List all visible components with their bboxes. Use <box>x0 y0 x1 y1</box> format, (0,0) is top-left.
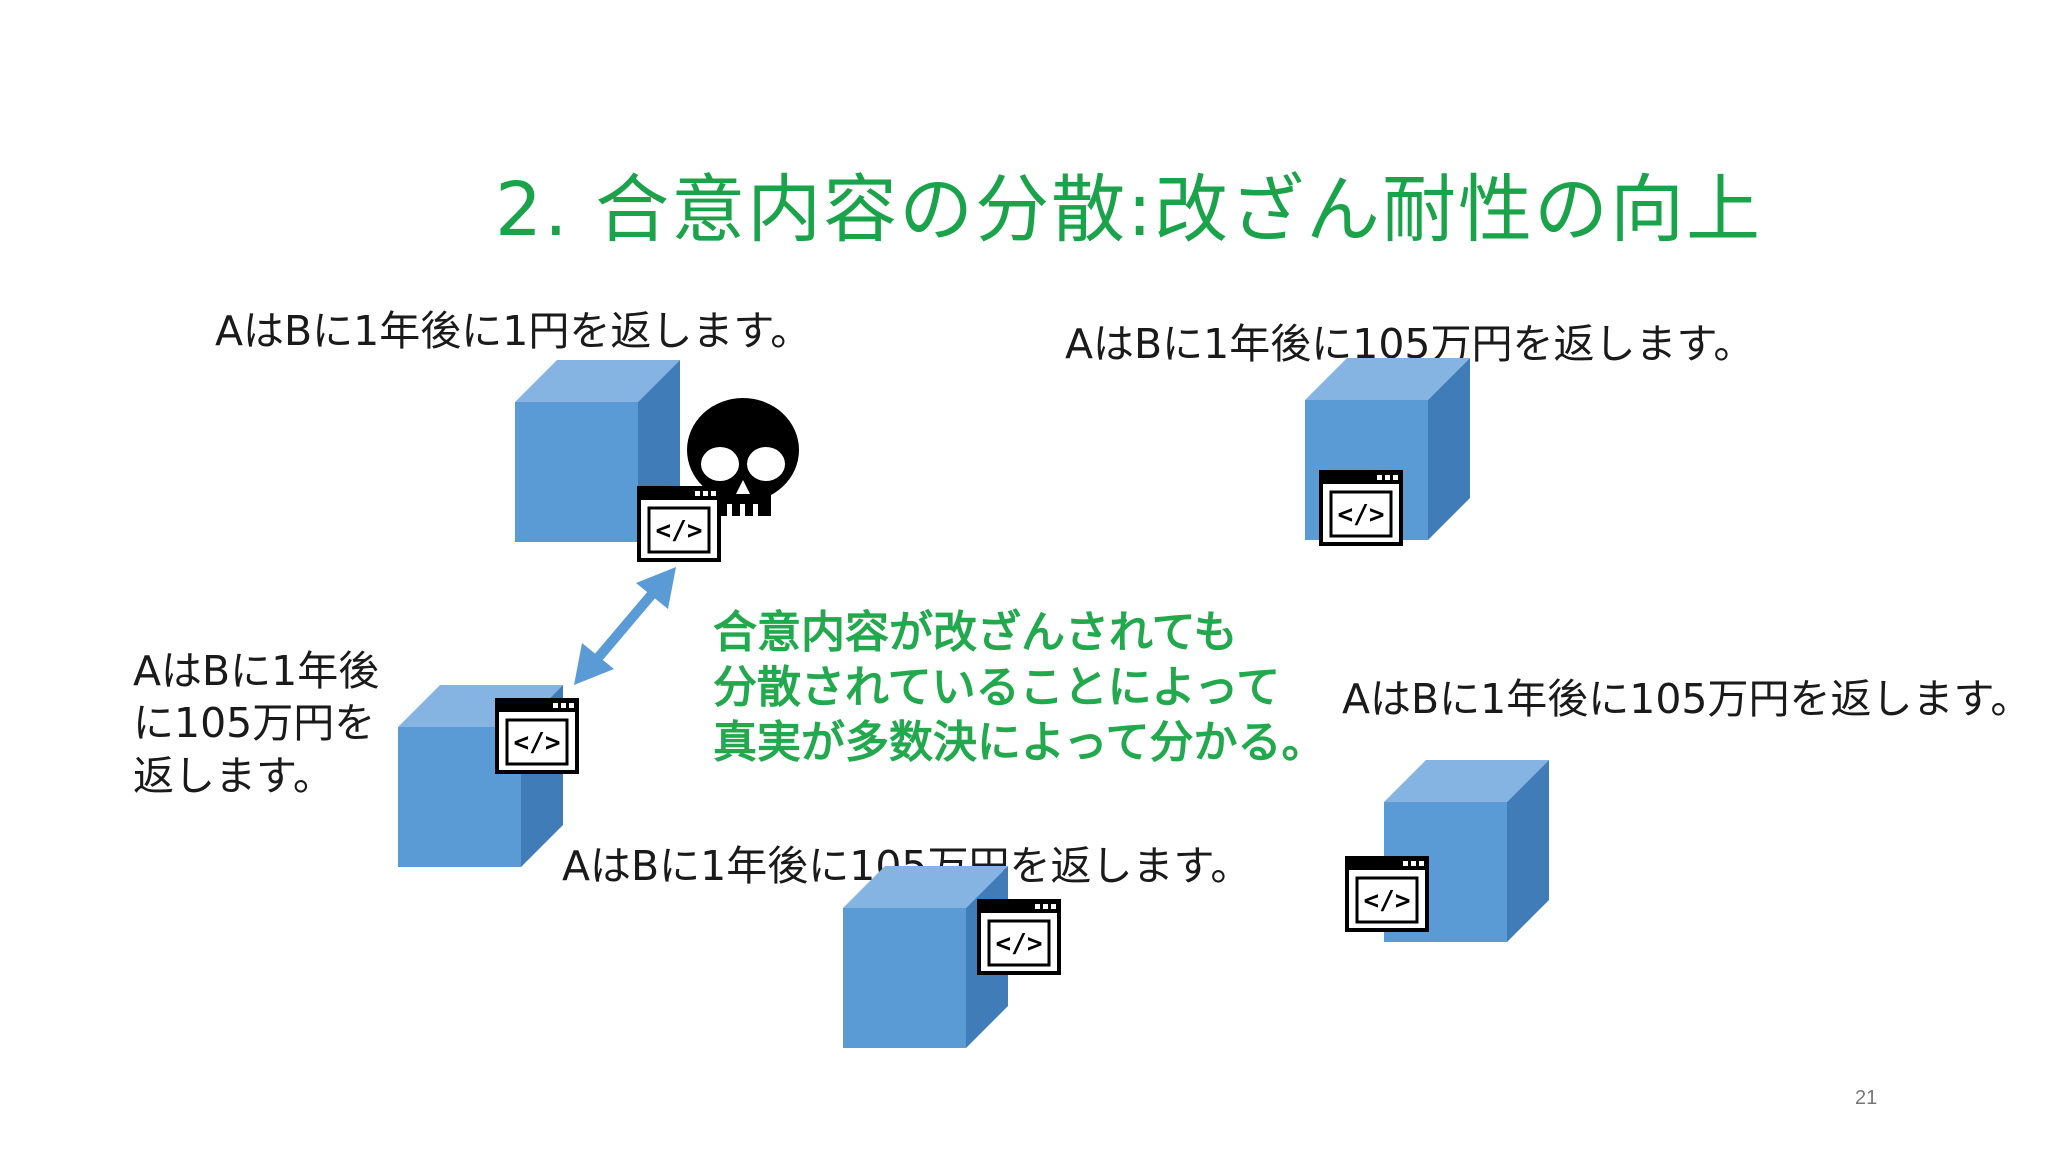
svg-text:</>: </> <box>1338 500 1385 530</box>
code-window-icon-left: </> <box>495 698 579 774</box>
callout-line3: 真実が多数決によって分かる。 <box>713 717 1326 768</box>
callout-line1: 合意内容が改ざんされても <box>713 607 1238 658</box>
svg-text:</>: </> <box>1364 886 1411 916</box>
node-label-left-line1: AはBに1年後 <box>133 647 380 695</box>
svg-text:</>: </> <box>514 728 561 758</box>
code-window-icon-top-left: </> <box>637 486 721 562</box>
double-arrow-icon <box>574 567 676 685</box>
node-label-top-left: AはBに1年後に1円を返します。 <box>215 307 812 355</box>
code-window-icon-bottom: </> <box>977 899 1061 975</box>
svg-text:</>: </> <box>656 516 703 546</box>
slide-title: 2. 合意内容の分散:改ざん耐性の向上 <box>495 167 1763 253</box>
node-label-left-line2: に105万円を <box>133 699 376 748</box>
node-label-left: AはBに1年後 に105万円を 返します。 <box>133 645 398 802</box>
svg-text:</>: </> <box>996 929 1043 959</box>
page-number: 21 <box>1855 1087 1878 1109</box>
callout-text: 合意内容が改ざんされても 分散されていることによって 真実が多数決によって分かる… <box>713 605 1326 770</box>
skull-icon <box>687 398 799 520</box>
callout-line2: 分散されていることによって <box>713 662 1281 713</box>
node-label-left-line3: 返します。 <box>133 751 334 800</box>
node-label-right: AはBに1年後に105万円を返します。 <box>1342 675 2032 723</box>
code-window-icon-right: </> <box>1345 856 1429 932</box>
code-window-icon-top-right: </> <box>1319 470 1403 546</box>
